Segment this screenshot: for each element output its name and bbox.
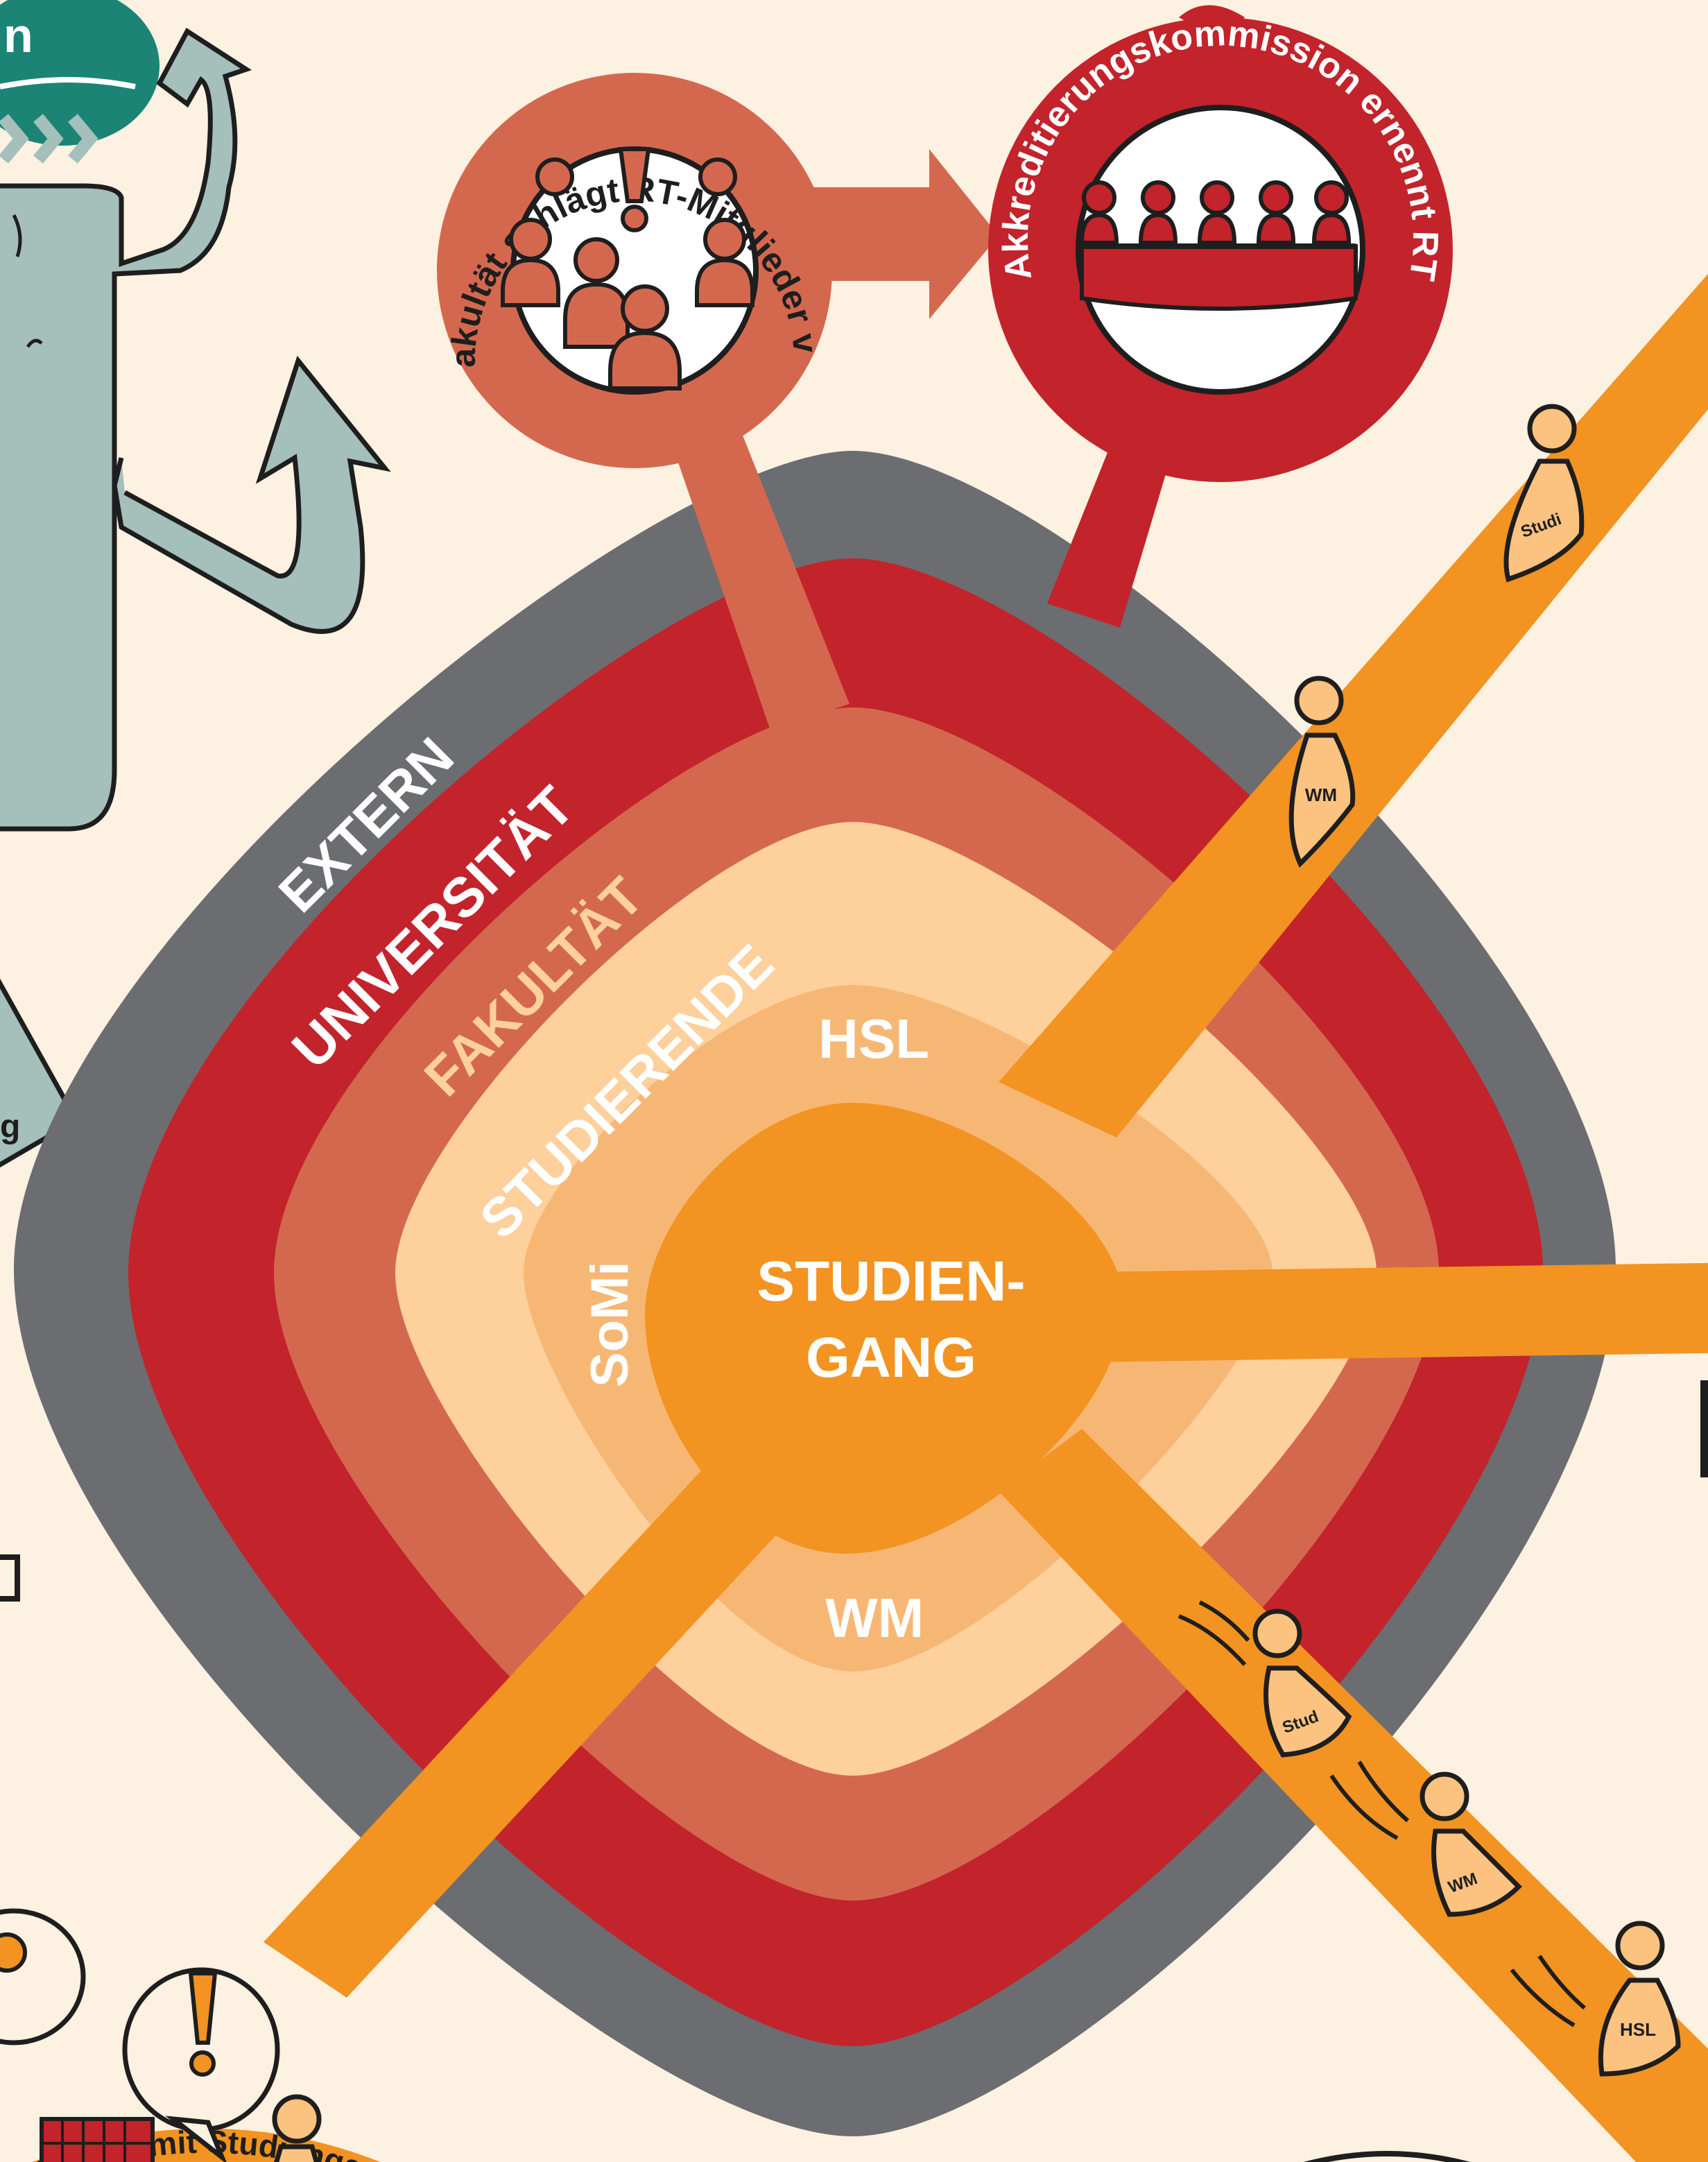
label-somi: SoMi — [580, 1261, 639, 1387]
bottom-left-bubbles — [0, 1908, 1471, 2162]
top-left-fragment-text: n — [3, 8, 33, 62]
walker-wm: WM — [1288, 676, 1356, 868]
walker-stud: Stud — [1178, 1600, 1352, 1758]
exclamation-icon-small — [188, 1971, 218, 2077]
label-hsl: HSL — [818, 1008, 929, 1070]
walker-hsl: HSL — [1510, 1921, 1681, 2077]
label-center-line1: STUDIEN- — [757, 1250, 1025, 1313]
arrow-faculty-to-commission — [784, 149, 999, 319]
studiengang-core — [645, 1103, 1123, 1554]
left-fragment-text: g — [0, 1108, 20, 1145]
left-small-square — [0, 1554, 20, 1602]
walker-wm-2: WM — [1329, 1760, 1522, 1917]
mint-figure — [0, 27, 391, 832]
top-left-teal-badge: n — [0, 0, 159, 164]
label-center-line2: GANG — [806, 1326, 976, 1389]
faculty-connector — [662, 416, 849, 728]
panel-table-icon — [1079, 180, 1358, 311]
exclamation-icon — [618, 147, 651, 232]
svg-text:WM: WM — [1305, 784, 1337, 805]
people-group-icon — [501, 157, 754, 391]
right-edge-stub — [1700, 1380, 1708, 1477]
walker-studi: Studi — [1503, 404, 1585, 583]
svg-text:HSL: HSL — [1620, 2019, 1656, 2040]
label-wm: WM — [825, 1587, 924, 1649]
commission-circle: Akkreditierungskommission ernennt RT — [988, 5, 1453, 482]
commission-connector — [1047, 430, 1179, 628]
